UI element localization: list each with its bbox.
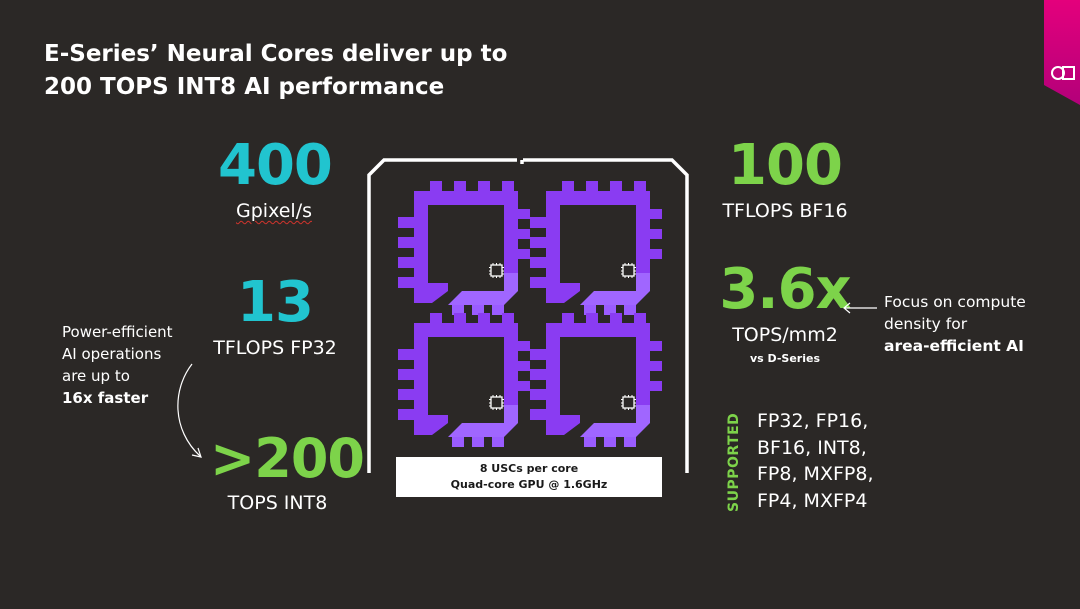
stat-bf16-unit: TFLOPS BF16: [722, 200, 848, 222]
imagination-logo-icon: [1044, 0, 1080, 105]
chip-caption-line1: 8 USCs per core: [479, 462, 579, 475]
density-note-line1: Focus on compute: [884, 293, 1026, 311]
format-line: FP4, MXFP4: [757, 489, 868, 512]
power-note-line3: are up to: [62, 367, 130, 385]
chip-caption: 8 USCs per core Quad-core GPU @ 1.6GHz: [396, 457, 662, 497]
stat-gpixel-unit: Gpixel/s: [218, 200, 330, 222]
power-note: Power-efficient AI operations are up to …: [62, 321, 173, 409]
power-note-line2: AI operations: [62, 345, 162, 363]
format-line: FP8, MXFP8,: [757, 463, 874, 485]
format-line: BF16, INT8,: [757, 436, 867, 459]
stat-density: 3.6x TOPS/mm2 vs D-Series: [712, 257, 858, 366]
stat-bf16: 100 TFLOPS BF16: [705, 133, 865, 223]
curved-arrow-icon: [177, 363, 202, 458]
chip-caption-line2: Quad-core GPU @ 1.6GHz: [450, 478, 608, 491]
stat-fp32: 13 TFLOPS FP32: [200, 270, 350, 360]
stat-gpixel-unit-text: Gpixel/s: [236, 200, 312, 222]
stat-gpixel-value: 400: [218, 133, 333, 198]
gpu-core-icon: [397, 180, 531, 316]
gpu-core-icon: [529, 180, 663, 316]
stat-int8-value: >200: [210, 427, 365, 490]
stat-fp32-unit: TFLOPS FP32: [213, 337, 337, 359]
power-note-line1: Power-efficient: [62, 323, 173, 341]
stat-density-value: 3.6x: [719, 257, 851, 322]
stat-int8: >200 TOPS INT8: [210, 427, 365, 515]
stat-density-unit: TOPS/mm2: [732, 324, 838, 346]
density-note-line2: density for: [884, 315, 968, 333]
title-line-1: E-Series’ Neural Cores deliver up to: [44, 41, 508, 67]
gpu-chip-diagram: [367, 158, 689, 473]
format-line: FP32, FP16,: [757, 410, 869, 432]
arrow-left-icon: [843, 302, 877, 314]
power-note-bold: 16x faster: [62, 389, 149, 407]
stat-gpixel: 400 Gpixel/s: [218, 133, 333, 223]
density-note: Focus on compute density for area-effici…: [884, 291, 1026, 357]
gpu-core-icon: [529, 312, 663, 448]
stat-int8-unit: TOPS INT8: [227, 492, 328, 514]
stat-density-sub: vs D-Series: [749, 352, 821, 365]
supported-formats: FP32, FP16, BF16, INT8, FP8, MXFP8, FP4,…: [757, 408, 873, 514]
gpu-core-icon: [397, 312, 531, 448]
stat-bf16-value: 100: [728, 133, 843, 198]
stat-fp32-value: 13: [237, 270, 314, 335]
density-note-bold: area-efficient AI: [884, 337, 1024, 355]
supported-label: SUPPORTED: [726, 412, 742, 512]
page-title: E-Series’ Neural Cores deliver up to 200…: [44, 38, 507, 104]
title-line-2: 200 TOPS INT8 AI performance: [44, 74, 445, 100]
